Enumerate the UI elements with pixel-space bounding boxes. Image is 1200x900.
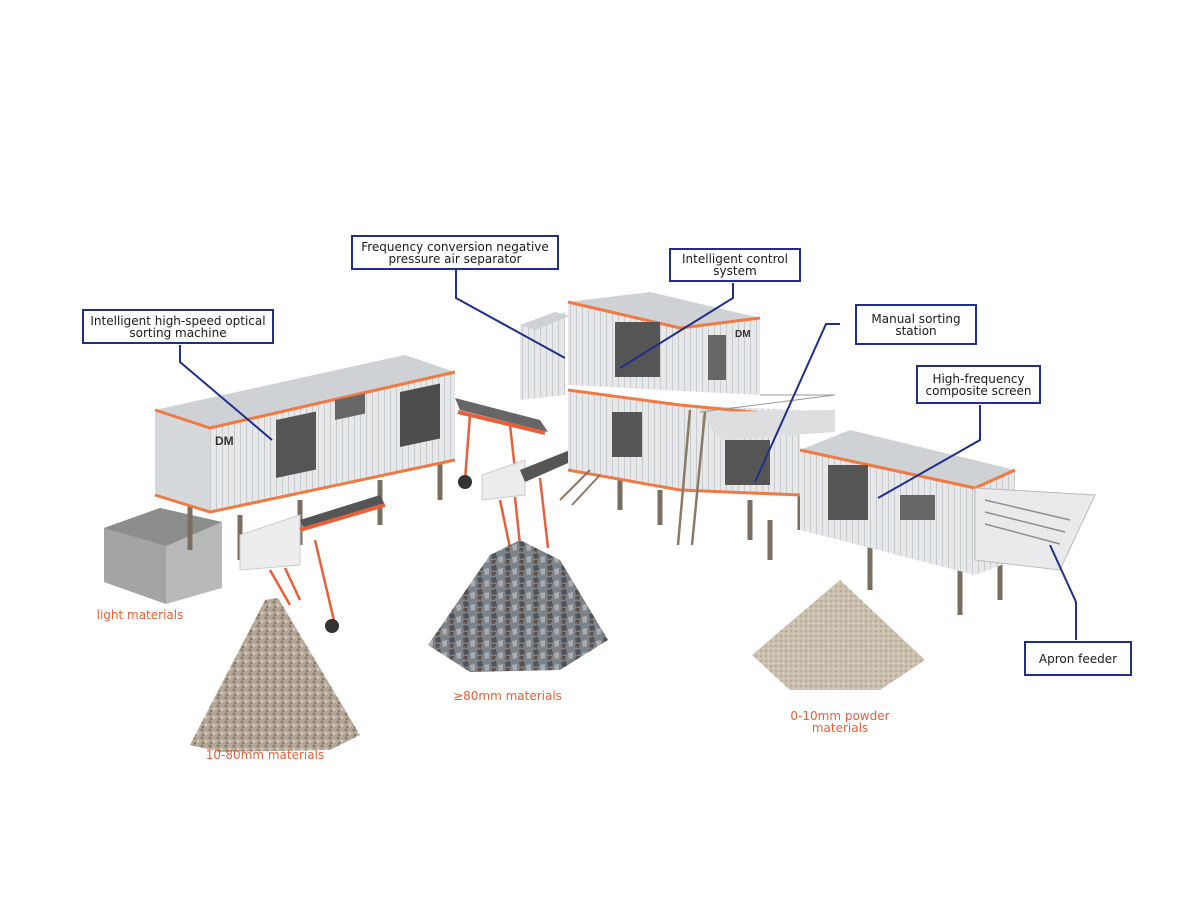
pile-0-10mm [752,580,925,690]
label-0-10mm-powder-materials: 0-10mm powder materials [790,709,890,735]
callout-composite-screen: High-frequency composite screen [916,365,1041,404]
leader-lines [179,270,1077,640]
label-80mm-materials: ≥80mm materials [453,689,562,703]
label-light-materials: light materials [96,608,184,622]
light-materials-bin [104,508,222,604]
callout-manual-sorting-station: Manual sorting station [855,304,977,345]
callout-air-separator: Frequency conversion negative pressure a… [351,235,559,270]
brand-logo: DM [215,434,234,448]
callout-control-system: Intelligent control system [669,248,801,282]
label-10-80mm-materials: 10-80mm materials [205,748,325,762]
central-container-block: DM [520,292,836,546]
pile-80mm [428,540,608,672]
svg-text:DM: DM [735,329,751,340]
callout-apron-feeder: Apron feeder [1024,641,1132,676]
optical-sorting-container: DM [154,355,456,560]
conveyors [239,398,575,633]
callout-optical-sorting-machine: Intelligent high-speed optical sorting m… [82,309,274,344]
screen-container [767,430,1096,615]
pile-10-80mm [190,598,360,752]
